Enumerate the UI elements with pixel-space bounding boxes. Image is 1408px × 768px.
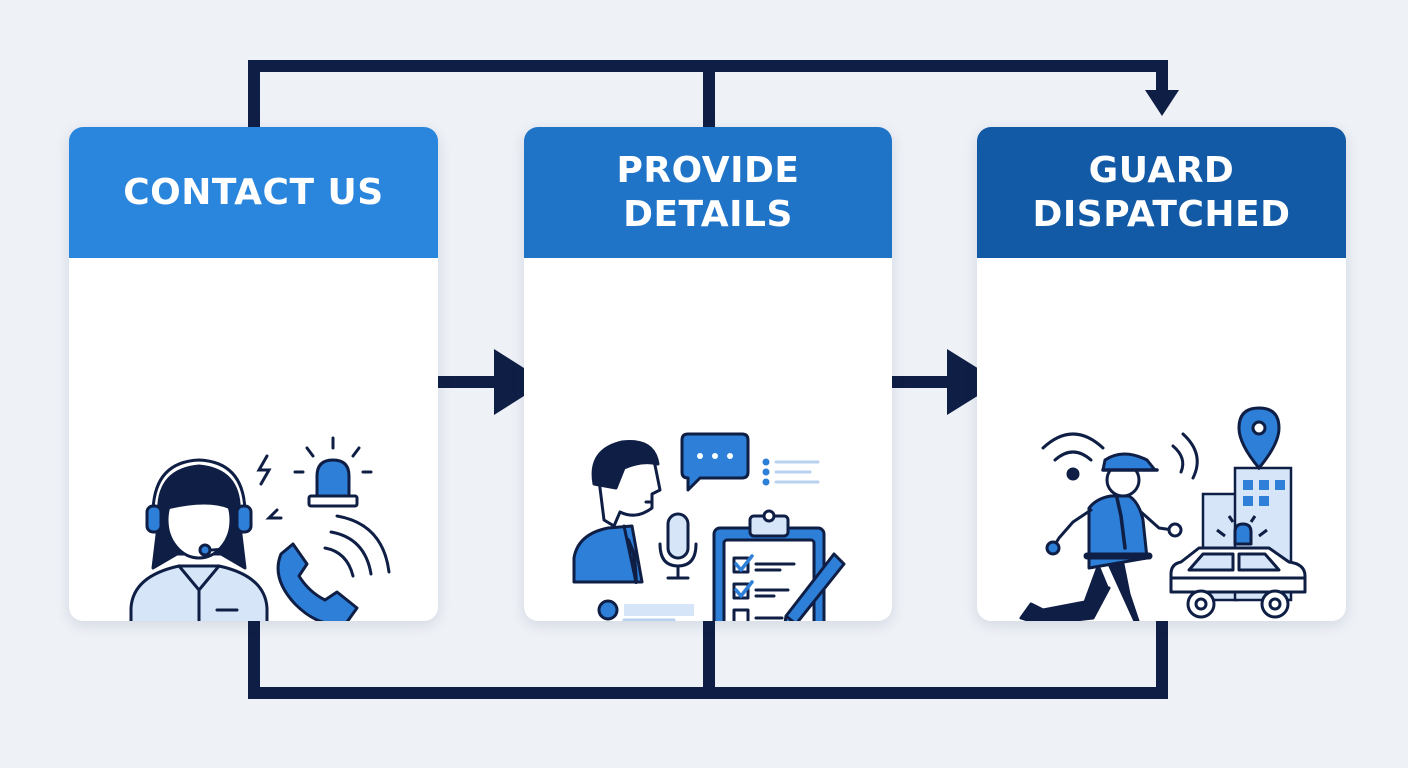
- arrow-1-head: [494, 349, 546, 415]
- step-title-dispatch: GUARD DISPATCHED: [1032, 149, 1291, 235]
- location-pin-icon: [1237, 406, 1281, 471]
- form-field-icons: [597, 599, 694, 621]
- pen-icon: [783, 552, 846, 621]
- alarm-light-icon: [256, 436, 373, 520]
- step-card-details: PROVIDE DETAILS: [524, 127, 892, 621]
- microphone-icon: [658, 512, 698, 580]
- phone-icon: [276, 514, 391, 621]
- step-header-contact: CONTACT US: [69, 127, 438, 258]
- support-agent-icon: [129, 458, 269, 621]
- top-loop-arrowhead: [1145, 90, 1179, 116]
- contact-illustration: [69, 258, 438, 621]
- details-illustration: [524, 258, 892, 621]
- step-header-details: PROVIDE DETAILS: [524, 127, 892, 258]
- clipboard-checklist-icon: [712, 509, 826, 621]
- running-guard-icon: [1019, 452, 1183, 621]
- dispatch-illustration: [977, 258, 1346, 621]
- step-card-dispatch: GUARD DISPATCHED: [977, 127, 1346, 621]
- arrow-2-head: [947, 349, 1000, 415]
- chat-bubble-icon: [680, 432, 750, 492]
- step-card-contact: CONTACT US: [69, 127, 438, 621]
- step-header-dispatch: GUARD DISPATCHED: [977, 127, 1346, 258]
- step-title-details: PROVIDE DETAILS: [616, 149, 800, 235]
- patrol-car-icon: [1169, 515, 1307, 619]
- step-title-contact: CONTACT US: [123, 171, 384, 213]
- signal-waves-icon: [1041, 432, 1199, 481]
- speaking-person-icon: [572, 439, 662, 584]
- text-lines-icon: [762, 458, 820, 486]
